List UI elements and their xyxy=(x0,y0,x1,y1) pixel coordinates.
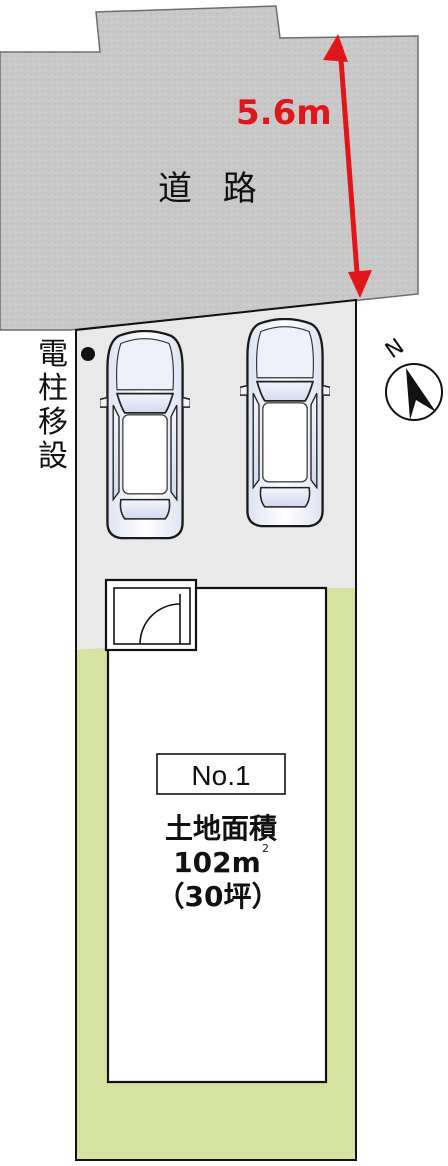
door-swing-icon xyxy=(139,603,181,645)
area-tsubo: （30坪） xyxy=(157,880,280,913)
lot-boundary xyxy=(75,298,357,1161)
car-icon-right xyxy=(240,318,330,528)
arrow-down-icon xyxy=(348,270,372,298)
car-icon-left xyxy=(100,330,190,540)
utility-pole-label-2: 柱 xyxy=(38,371,68,406)
utility-pole-label-1: 電 xyxy=(38,337,68,372)
north-arrow-icon xyxy=(406,368,436,420)
entrance xyxy=(104,578,198,652)
road-width-dimension xyxy=(323,34,372,298)
road-width-label: 5.6m xyxy=(236,93,332,133)
compass: N xyxy=(381,334,443,421)
utility-pole-icon xyxy=(81,347,95,361)
road-area xyxy=(0,5,419,331)
lot-number: No.1 xyxy=(191,760,250,791)
lot-number-box xyxy=(156,753,286,795)
area-m2: 102m xyxy=(173,846,261,879)
utility-pole-label-3: 移 xyxy=(38,405,68,440)
arrow-up-icon xyxy=(323,34,348,62)
compass-label: N xyxy=(381,334,409,364)
area-m2-superscript: 2 xyxy=(262,842,269,855)
road-label: 道 路 xyxy=(158,169,267,209)
building-footprint xyxy=(106,586,328,1084)
utility-pole-label-4: 設 xyxy=(38,439,68,474)
area-title: 土地面積 xyxy=(165,812,277,845)
